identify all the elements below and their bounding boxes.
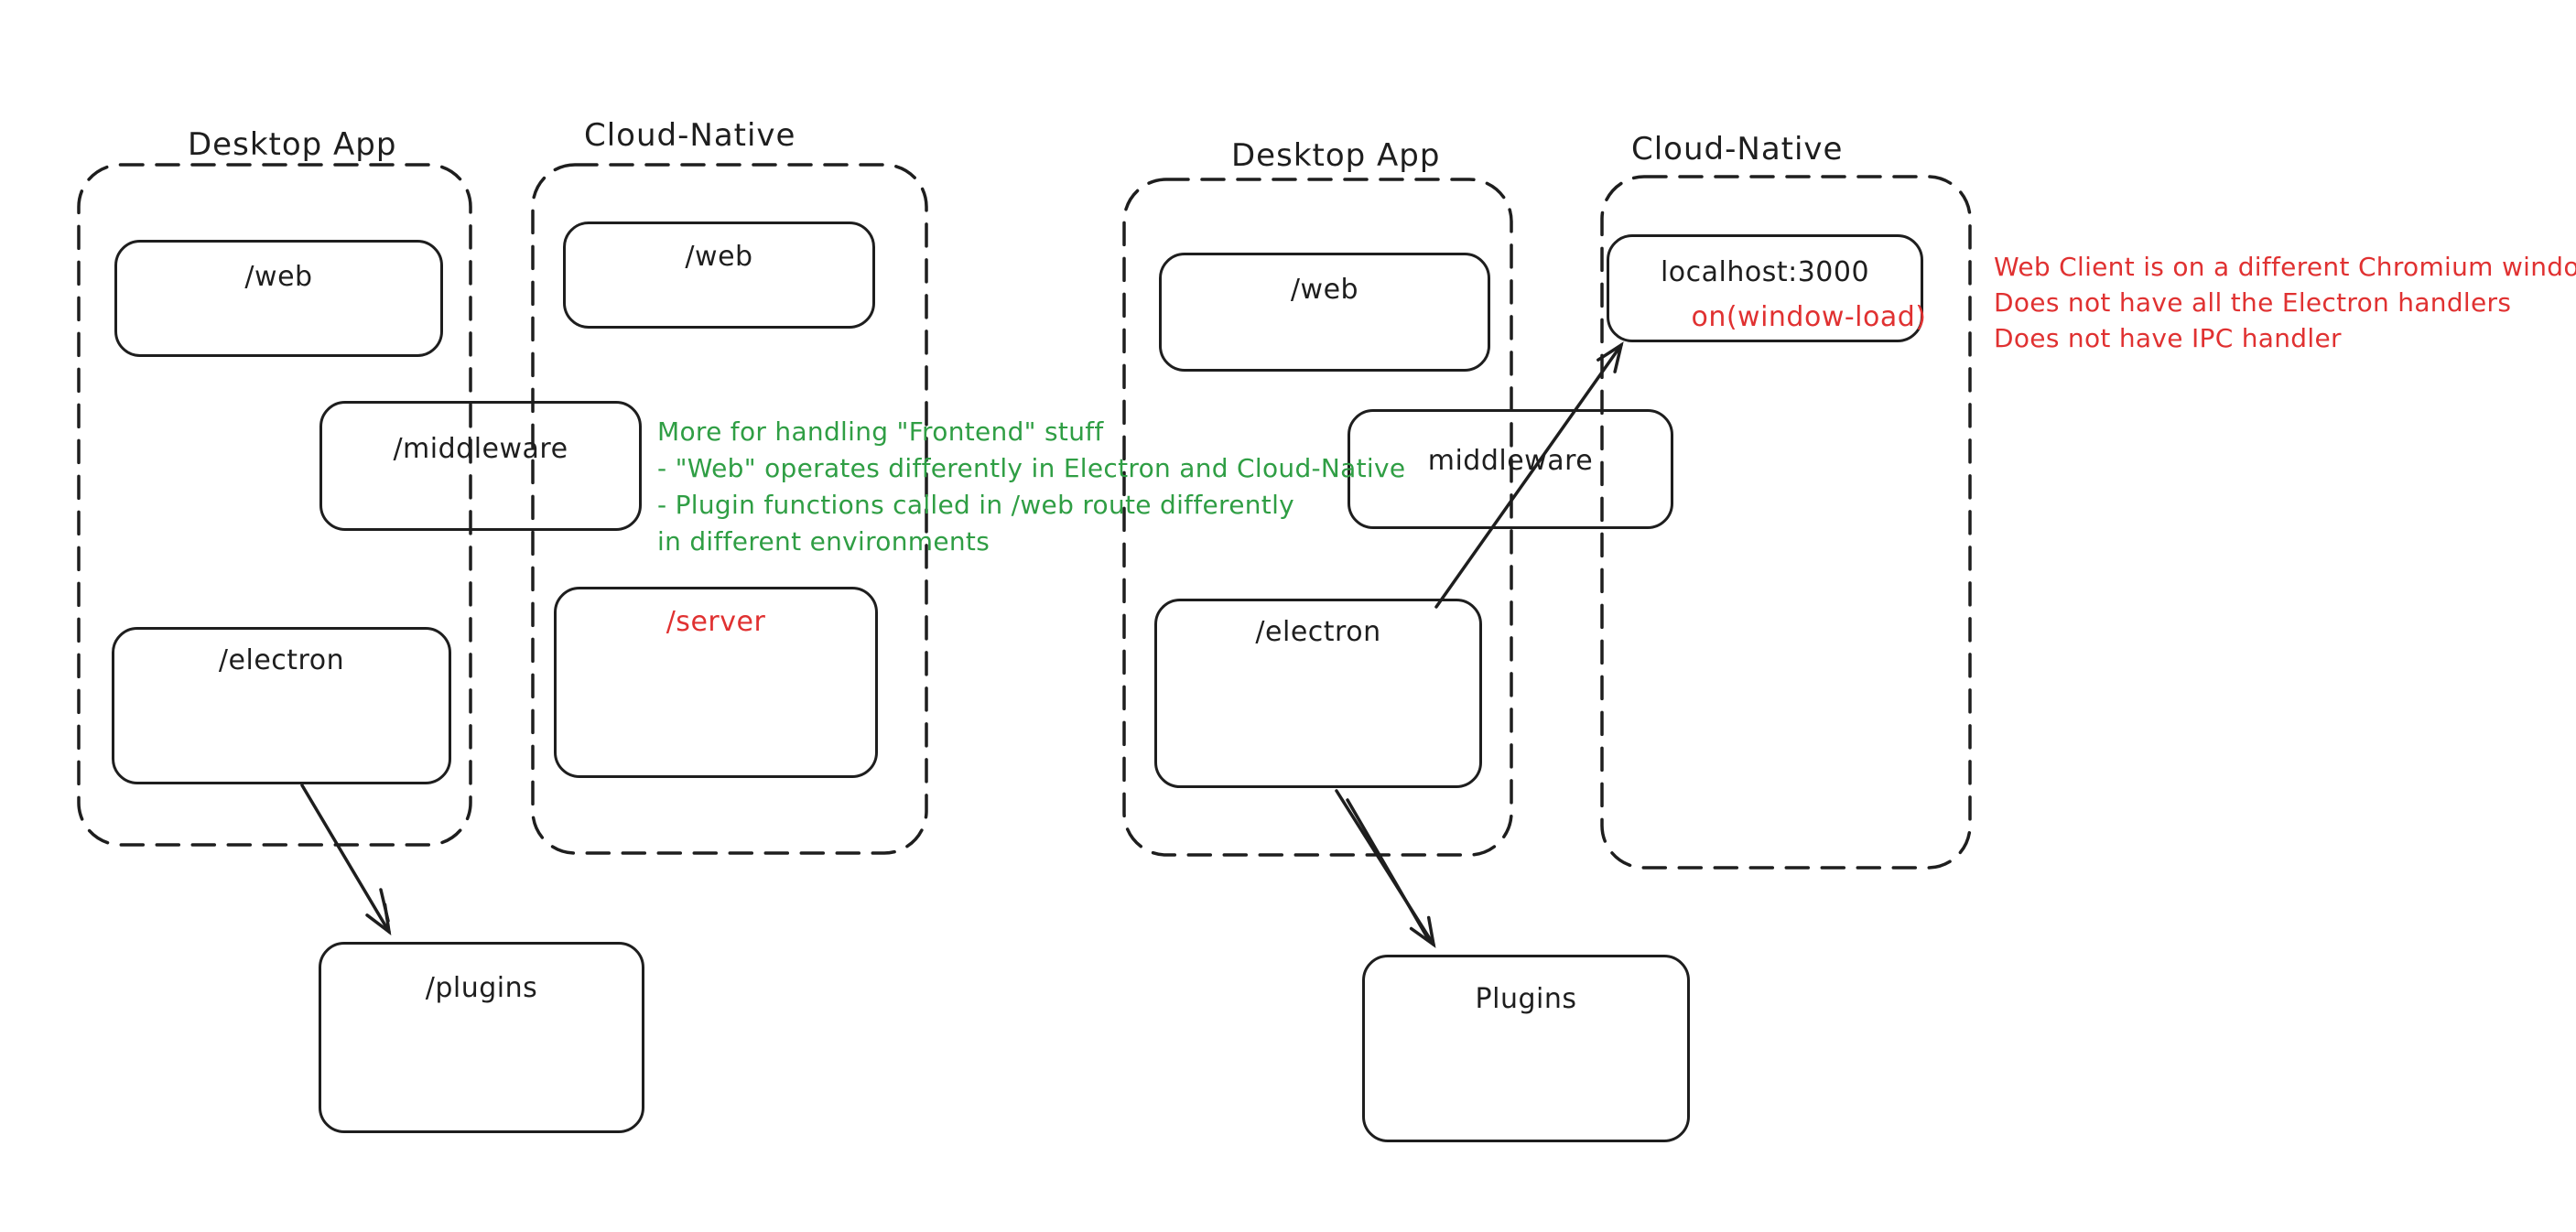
red-note-line: Does not have IPC handler (1994, 323, 2342, 353)
arrow-electron-to-plugins-left (300, 784, 392, 935)
right-window-load-label: on(window-load) (1691, 301, 1927, 333)
left-cloud-native-label: Cloud-Native (584, 117, 796, 154)
right-cloud-native-label: Cloud-Native (1631, 131, 1844, 168)
left-server-label: /server (666, 606, 766, 638)
left-server-box: /server (554, 587, 878, 778)
arrow-electron-to-plugins-right (1335, 789, 1436, 948)
red-note: Web Client is on a different Chromium wi… (1994, 249, 2576, 356)
green-note-line: - "Web" operates differently in Electron… (657, 453, 1406, 483)
left-web-cloud-label: /web (685, 241, 753, 273)
green-note-line: in different environments (657, 526, 990, 557)
left-desktop-app-label: Desktop App (188, 126, 397, 163)
right-plugins-box: Plugins (1362, 955, 1690, 1142)
red-note-line: Web Client is on a different Chromium wi… (1994, 252, 2576, 282)
right-middleware-label: middleware (1427, 445, 1594, 477)
left-middleware-label: /middleware (393, 433, 568, 465)
right-localhost-label: localhost:3000 (1660, 256, 1870, 288)
left-plugins-box: /plugins (319, 942, 644, 1133)
right-electron-label: /electron (1255, 616, 1381, 648)
left-web-cloud-box: /web (563, 222, 875, 329)
left-electron-label: /electron (218, 644, 345, 676)
left-electron-box: /electron (112, 627, 451, 784)
green-note-line: - Plugin functions called in /web route … (657, 490, 1295, 520)
right-web-label: /web (1290, 274, 1359, 306)
left-middleware-box: /middleware (319, 401, 642, 531)
green-note-line: More for handling "Frontend" stuff (657, 416, 1104, 447)
left-web-desktop-label: /web (244, 261, 313, 293)
right-localhost-box: localhost:3000 on(window-load) (1607, 234, 1927, 342)
right-electron-box: /electron (1154, 599, 1482, 788)
right-desktop-app-label: Desktop App (1231, 137, 1441, 174)
right-plugins-label: Plugins (1475, 983, 1577, 1015)
right-web-box: /web (1159, 253, 1490, 372)
left-plugins-label: /plugins (425, 972, 538, 1004)
right-middleware-box: middleware (1348, 409, 1673, 529)
left-web-desktop-box: /web (114, 240, 443, 357)
green-note: More for handling "Frontend" stuff - "We… (657, 414, 1405, 560)
red-note-line: Does not have all the Electron handlers (1994, 287, 2512, 318)
